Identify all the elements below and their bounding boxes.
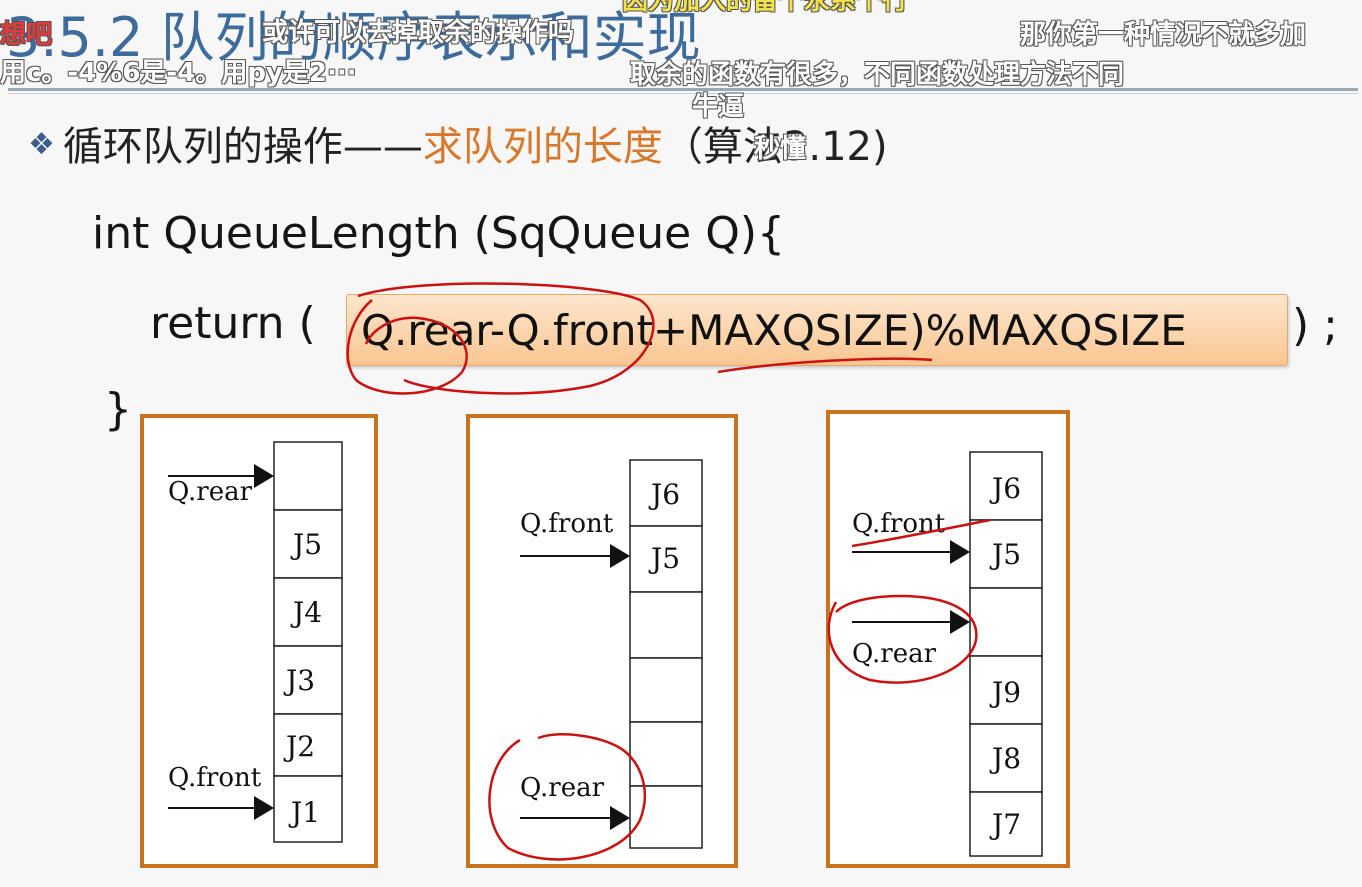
queue-cell xyxy=(969,587,1043,657)
queue-cell xyxy=(273,713,343,777)
danmaku-comment: 那你第一种情况不就多加 xyxy=(1020,20,1307,50)
cell-label: J4 xyxy=(290,596,322,629)
queue-cells xyxy=(273,441,343,843)
code-return-suffix: ) ; xyxy=(1292,300,1338,351)
queue-cell xyxy=(969,723,1043,793)
rear-pointer-label: Q.rear xyxy=(168,477,253,507)
danmaku-comment: 因为加入的留个永系个行 xyxy=(622,0,909,16)
queue-cell xyxy=(629,459,703,527)
bullet-heading: ❖循环队列的操作——求队列的长度（算法3.12) xyxy=(28,114,888,172)
queue-diagram-3: J6 J5 J9 J8 J7 Q.front Q.rear xyxy=(826,410,1070,868)
danmaku-comment: 秒懂 xyxy=(754,134,807,164)
queue-cell xyxy=(629,525,703,593)
cell-label: J1 xyxy=(288,796,320,829)
diamond-bullet-icon: ❖ xyxy=(28,127,55,162)
queue-diagram-1: J5 J4 J3 J2 J1 Q.rear Q.front xyxy=(140,414,378,868)
front-arrowhead-icon xyxy=(254,796,274,820)
queue-cell xyxy=(273,645,343,715)
queue-cell xyxy=(629,657,703,723)
queue-cell xyxy=(629,591,703,659)
cell-label: J5 xyxy=(648,542,680,575)
cell-label: J7 xyxy=(989,808,1021,841)
front-arrowhead-icon xyxy=(950,540,970,564)
cell-label: J8 xyxy=(989,742,1021,775)
rear-arrowhead-icon xyxy=(610,806,630,830)
queue-diagram-3-svg: J6 J5 J9 J8 J7 Q.front Q.rear xyxy=(852,451,1043,857)
queue-diagram-1-svg: J5 J4 J3 J2 J1 Q.rear Q.front xyxy=(168,441,343,843)
queue-diagram-2-svg: J6 J5 Q.front Q.rear xyxy=(520,459,703,849)
front-pointer-label: Q.front xyxy=(520,509,614,539)
queue-cell xyxy=(629,785,703,849)
queue-cell xyxy=(969,791,1043,857)
queue-cell xyxy=(273,775,343,843)
cell-label: J5 xyxy=(989,538,1021,571)
cell-label: J6 xyxy=(989,472,1021,505)
queue-cell xyxy=(969,451,1043,521)
danmaku-comment: 取余的函数有很多，不同函数处理方法不同 xyxy=(630,60,1125,90)
cell-label: J2 xyxy=(283,730,315,763)
rear-pointer-label: Q.rear xyxy=(852,639,937,669)
rear-arrowhead-icon xyxy=(950,610,970,634)
bullet-accent: 求队列的长度 xyxy=(422,124,663,170)
code-closing-brace: } xyxy=(104,384,132,435)
cell-label: J5 xyxy=(290,528,322,561)
bullet-prefix: 循环队列的操作—— xyxy=(62,124,423,170)
cell-label: J6 xyxy=(648,478,680,511)
bullet-suffix: （算法3.12) xyxy=(662,124,888,170)
cell-label: J3 xyxy=(283,664,315,697)
cell-label: J9 xyxy=(989,676,1021,709)
return-expression-highlight: Q.rear-Q.front+MAXQSIZE)%MAXQSIZE xyxy=(346,294,1288,366)
rear-arrowhead-icon xyxy=(254,464,274,488)
danmaku-comment: 想吧 xyxy=(0,20,53,50)
queue-cells xyxy=(969,451,1043,857)
queue-cells xyxy=(629,459,703,849)
code-return-prefix: return ( xyxy=(150,298,316,349)
queue-cell xyxy=(273,509,343,579)
danmaku-comment: 牛逼 xyxy=(692,92,745,122)
front-pointer-label: Q.front xyxy=(852,509,946,539)
rear-pointer-label: Q.rear xyxy=(520,773,605,803)
queue-cell xyxy=(273,577,343,647)
front-arrowhead-icon xyxy=(610,544,630,568)
title-divider-thin xyxy=(8,93,1358,94)
front-pointer-label: Q.front xyxy=(168,763,262,793)
queue-diagram-2: J6 J5 Q.front Q.rear xyxy=(466,414,738,868)
danmaku-comment: 或许可以去掉取余的操作吗 xyxy=(262,18,575,48)
slide-title: 3.5.2 队列的顺序表示和实现 xyxy=(6,6,701,69)
danmaku-comment: 用c。-4%6是-4。用py是2··· xyxy=(0,58,357,88)
queue-cell xyxy=(273,441,343,511)
code-signature: int QueueLength (SqQueue Q){ xyxy=(92,208,785,259)
queue-cell xyxy=(969,655,1043,725)
title-divider xyxy=(8,88,1358,91)
queue-cell xyxy=(629,721,703,787)
